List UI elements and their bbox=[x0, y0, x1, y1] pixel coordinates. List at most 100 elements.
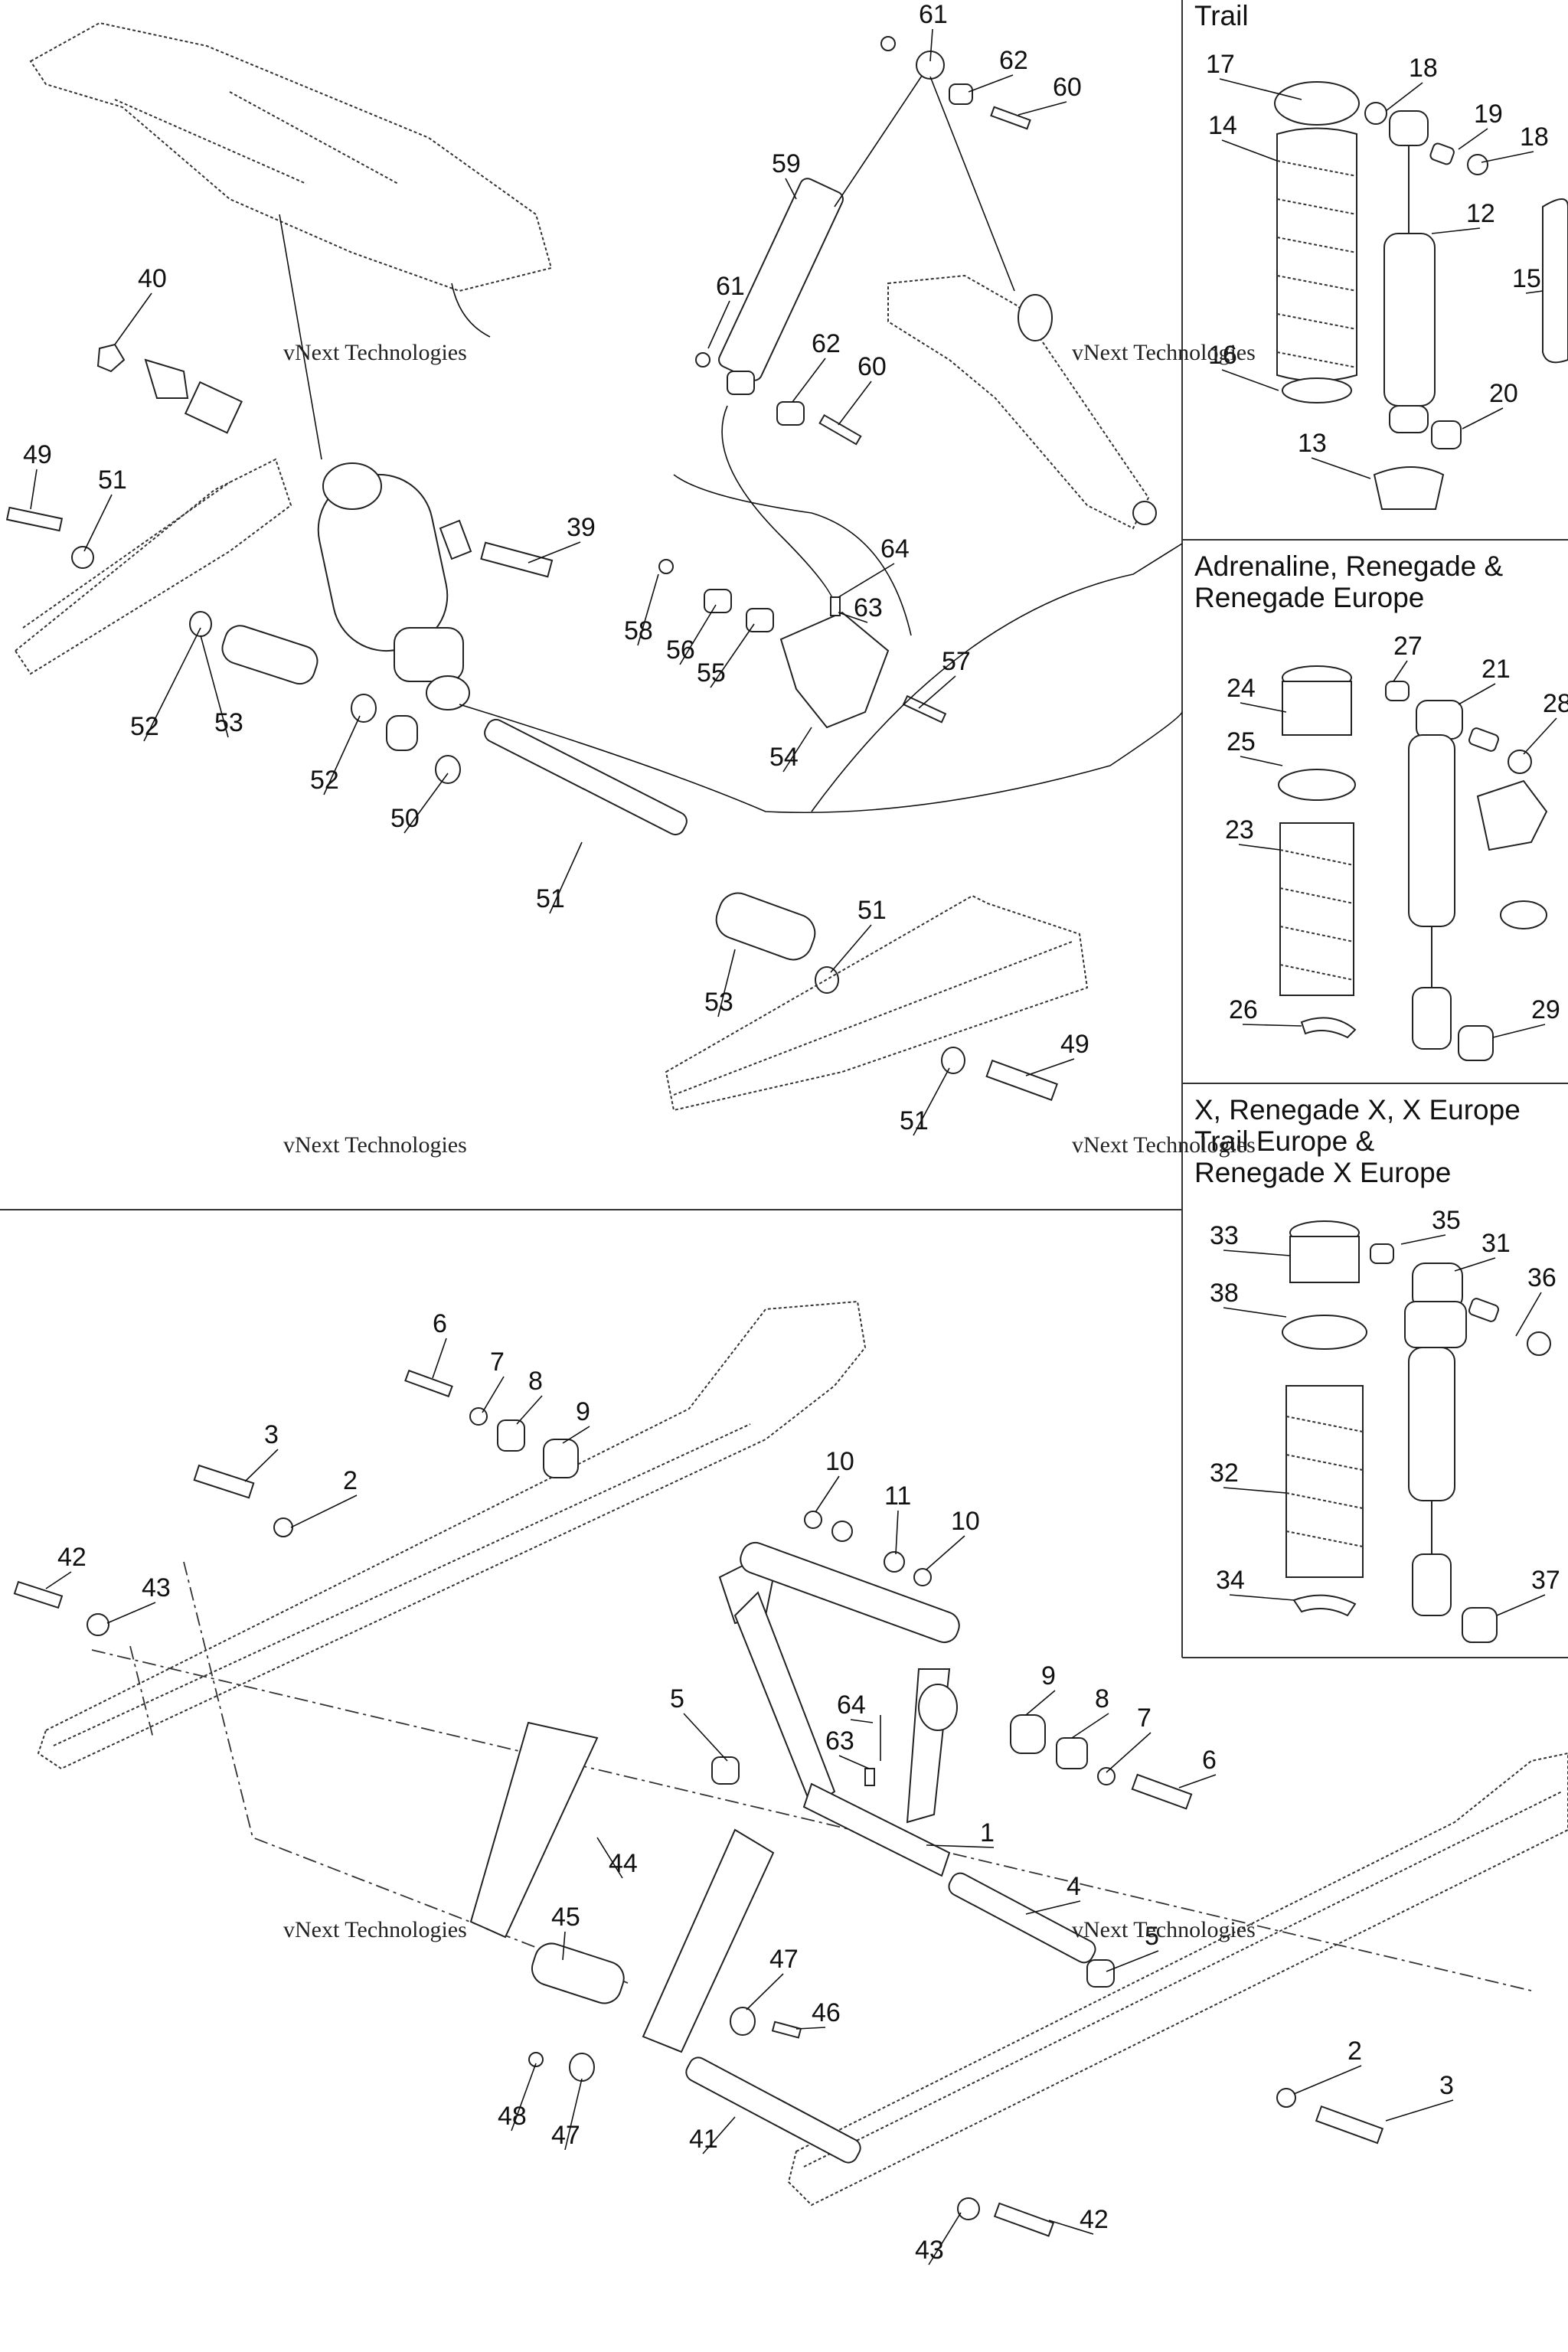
callout-number: 5 bbox=[670, 1684, 684, 1713]
callout-number: 4 bbox=[1067, 1872, 1081, 1901]
x-panel-title-line2: Trail Europe & bbox=[1194, 1125, 1374, 1157]
callout-leader bbox=[1496, 1594, 1546, 1616]
callout-leader bbox=[838, 612, 868, 623]
callout-leader bbox=[1393, 660, 1408, 682]
callout-number: 43 bbox=[915, 2236, 944, 2265]
callout-leader bbox=[1240, 702, 1287, 713]
callout-leader bbox=[792, 358, 826, 403]
callout-leader bbox=[795, 2027, 826, 2030]
callout-leader bbox=[918, 675, 956, 709]
callout-leader bbox=[1525, 290, 1544, 294]
callout-leader bbox=[1229, 1594, 1295, 1601]
callout-leader bbox=[815, 1475, 840, 1513]
callout-leader bbox=[1311, 457, 1371, 479]
callout-leader bbox=[928, 2212, 962, 2265]
callout-number: 11 bbox=[884, 1481, 911, 1511]
callout-number: 29 bbox=[1531, 995, 1560, 1024]
callout-number: 9 bbox=[576, 1397, 590, 1426]
callout-leader bbox=[637, 573, 659, 646]
callout-number: 31 bbox=[1481, 1229, 1511, 1258]
x-panel-title-line1: X, Renegade X, X Europe bbox=[1194, 1094, 1521, 1125]
callout-number: 61 bbox=[716, 272, 745, 301]
callout-number: 51 bbox=[858, 896, 887, 925]
callout-number: 23 bbox=[1225, 815, 1254, 844]
callout-leader bbox=[323, 715, 361, 795]
trail-panel-title: Trail bbox=[1194, 0, 1249, 31]
callout-number: 53 bbox=[214, 708, 243, 737]
callout-number: 20 bbox=[1489, 379, 1518, 408]
callout-leader bbox=[564, 2078, 583, 2151]
callout-number: 45 bbox=[551, 1903, 580, 1932]
callout-leader bbox=[403, 773, 449, 834]
callout-leader bbox=[717, 949, 736, 1018]
callout-number: 63 bbox=[825, 1726, 854, 1756]
callout-leader bbox=[679, 604, 717, 665]
callout-leader bbox=[1106, 1732, 1152, 1773]
watermark-text: vNext Technologies bbox=[1072, 1917, 1256, 1942]
callout-leaders bbox=[30, 28, 1557, 2265]
callout-leader bbox=[968, 74, 1014, 93]
callout-number: 21 bbox=[1481, 655, 1511, 684]
callout-number: 6 bbox=[433, 1309, 447, 1338]
callout-number: 46 bbox=[812, 1998, 841, 2027]
callout-leader bbox=[746, 1973, 784, 2011]
callout-number: 49 bbox=[1060, 1030, 1089, 1059]
callout-leader bbox=[683, 1713, 728, 1762]
bottom-section-artwork bbox=[13, 1300, 1568, 2237]
callout-leader bbox=[1242, 1024, 1302, 1027]
callout-number: 62 bbox=[812, 329, 841, 358]
callout-number: 3 bbox=[264, 1420, 279, 1449]
x-panel-artwork bbox=[1282, 1220, 1551, 1643]
callout-leader bbox=[1515, 1292, 1542, 1337]
callout-leader bbox=[913, 1067, 950, 1136]
callout-leader bbox=[1178, 1774, 1217, 1788]
callout-leader bbox=[702, 2116, 736, 2154]
callout-leader bbox=[1481, 151, 1534, 163]
callout-leader bbox=[838, 563, 895, 598]
callout-number: 1 bbox=[980, 1818, 995, 1847]
callout-number: 5 bbox=[1145, 1922, 1159, 1951]
callout-number: 42 bbox=[57, 1543, 87, 1572]
callout-leader bbox=[895, 1510, 899, 1555]
callout-number: 32 bbox=[1210, 1459, 1239, 1488]
watermark-text: vNext Technologies bbox=[1072, 1132, 1256, 1158]
callout-leader bbox=[1018, 101, 1067, 116]
callout-leader bbox=[1431, 227, 1481, 234]
top-section-artwork bbox=[5, 21, 1183, 1112]
callout-leader bbox=[1238, 844, 1281, 851]
callout-leader bbox=[244, 1449, 279, 1482]
callout-leader bbox=[1025, 1900, 1081, 1915]
callout-leader bbox=[1458, 683, 1496, 705]
callout-number: 56 bbox=[666, 635, 695, 665]
callout-leader bbox=[1454, 1257, 1496, 1272]
callout-number: 8 bbox=[528, 1367, 543, 1396]
callout-number: 57 bbox=[942, 647, 971, 676]
callout-leader bbox=[1523, 717, 1557, 755]
callout-number: 54 bbox=[769, 743, 799, 772]
callout-leader bbox=[549, 841, 583, 914]
callout-number: 13 bbox=[1298, 429, 1327, 458]
watermark-text: vNext Technologies bbox=[1072, 340, 1256, 365]
callout-number: 7 bbox=[490, 1348, 505, 1377]
callout-leader bbox=[710, 623, 755, 688]
callout-number: 18 bbox=[1409, 54, 1438, 83]
callout-number: 2 bbox=[1348, 2037, 1362, 2066]
callout-number: 16 bbox=[1208, 341, 1237, 370]
callout-number: 26 bbox=[1229, 995, 1258, 1024]
callout-number: 64 bbox=[880, 534, 910, 564]
callout-leader bbox=[1385, 2099, 1454, 2122]
callout-leader bbox=[30, 469, 38, 510]
callout-number: 38 bbox=[1210, 1279, 1239, 1308]
callout-number: 12 bbox=[1466, 199, 1495, 228]
callout-leader bbox=[1221, 139, 1278, 162]
callout-number: 10 bbox=[951, 1507, 980, 1536]
callout-number: 43 bbox=[142, 1573, 171, 1602]
x-panel-title-line3: Renegade X Europe bbox=[1194, 1157, 1451, 1188]
callout-number: 28 bbox=[1543, 689, 1568, 718]
callout-leader bbox=[1385, 82, 1423, 112]
callout-leader bbox=[850, 1719, 874, 1723]
callout-number: 37 bbox=[1531, 1566, 1560, 1595]
callout-number: 39 bbox=[567, 513, 596, 542]
